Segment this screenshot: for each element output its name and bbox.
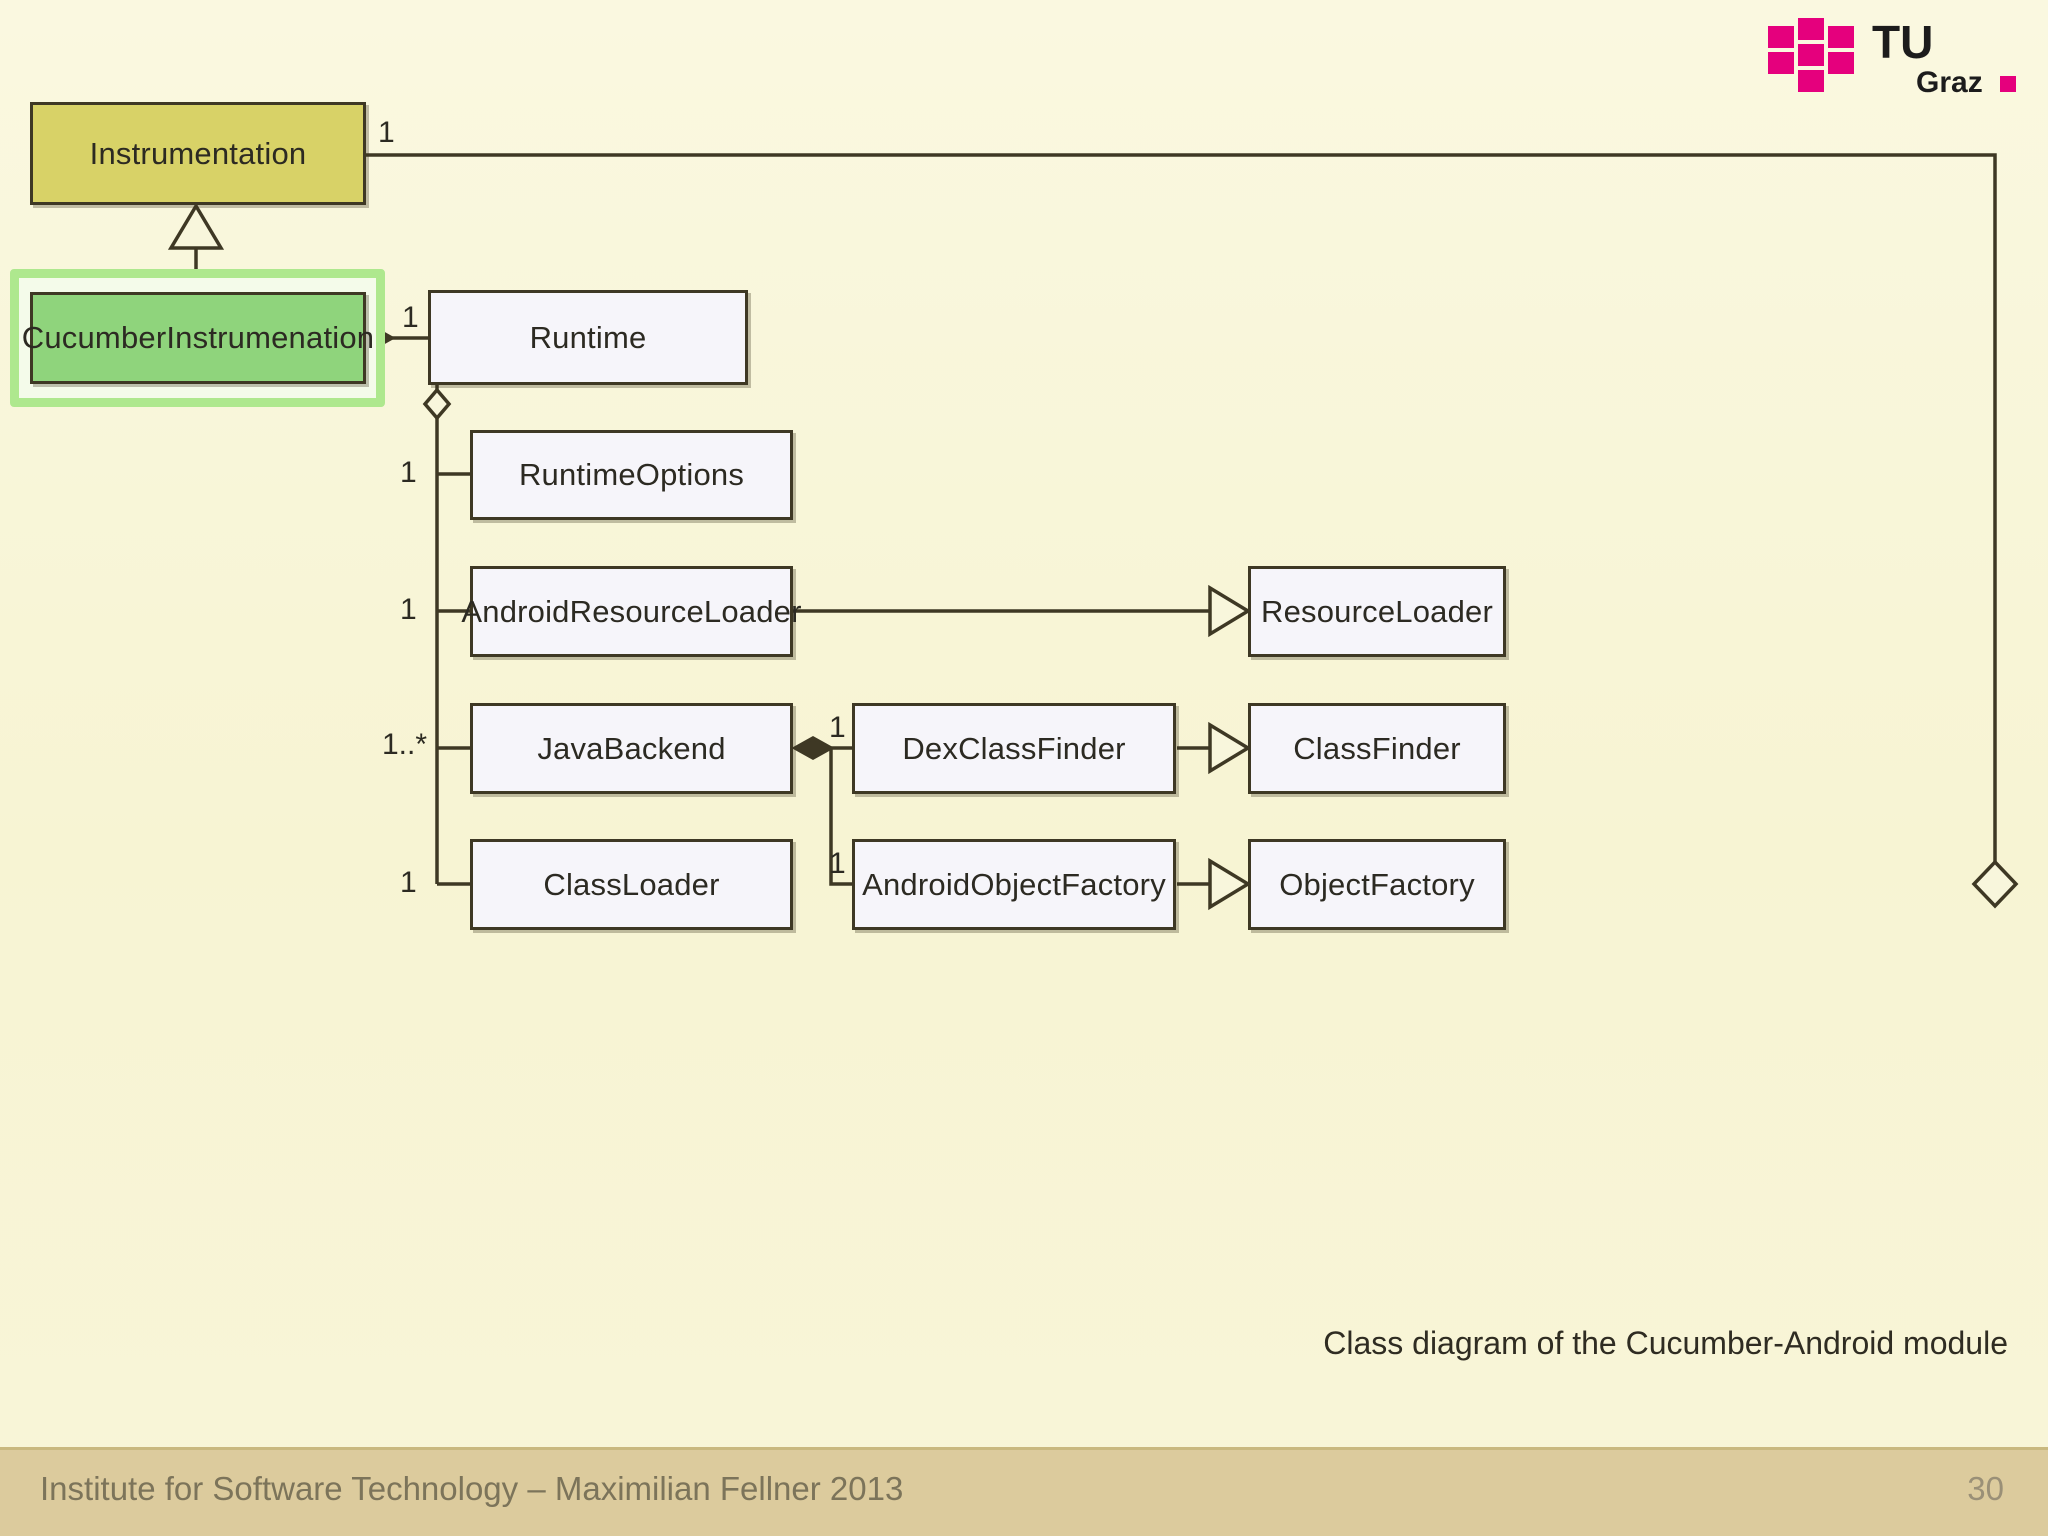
multiplicity-android-object-factory: 1 [829,847,846,880]
logo-square-icon [2000,76,2016,92]
class-box-android-resource-loader[interactable]: AndroidResourceLoader [461,566,801,657]
class-label-runtime: Runtime [529,319,647,355]
class-box-cucumber-instrumenation[interactable]: CucumberInstrumenation [22,292,374,384]
tu-graz-logo: TU Graz [1768,18,2016,99]
class-box-class-finder[interactable]: ClassFinder [1248,703,1506,794]
generalization-triangle-resourceloader [1208,584,1252,638]
class-box-runtime[interactable]: Runtime [428,290,748,385]
class-label-class-loader: ClassLoader [543,866,720,902]
multiplicity-runtime-left: 1 [402,301,419,334]
footer-bar: Institute for Software Technology – Maxi… [0,1447,2048,1536]
aggregation-diamond-runtime [422,387,452,421]
diagram-caption: Class diagram of the Cucumber-Android mo… [1323,1325,2008,1361]
generalization-triangle-instrumentation [167,202,225,250]
multiplicity-instrumentation-right: 1 [378,116,395,149]
class-label-object-factory: ObjectFactory [1279,866,1475,902]
class-label-resource-loader: ResourceLoader [1260,593,1493,629]
generalization-triangle-classfinder [1208,721,1252,775]
class-box-class-loader[interactable]: ClassLoader [470,839,793,930]
multiplicity-android-resource-loader: 1 [400,593,417,626]
composition-diamond-javabackend [791,735,835,761]
class-box-instrumentation[interactable]: Instrumentation [30,102,366,205]
class-label-dex-class-finder: DexClassFinder [902,730,1126,766]
class-box-java-backend[interactable]: JavaBackend [470,703,793,794]
class-label-runtime-options: RuntimeOptions [518,457,745,492]
logo-graz-text: Graz [1916,66,1983,99]
logo-tu-text: TU [1872,18,1933,68]
aggregation-diamond-objectfactory [1971,859,2019,909]
class-box-android-object-factory[interactable]: AndroidObjectFactory [852,839,1176,930]
class-box-resource-loader[interactable]: ResourceLoader [1248,566,1506,657]
line-objectfactory-to-instrumentation [366,153,1997,884]
multiplicity-dex-class-finder: 1 [829,711,846,744]
generalization-triangle-objectfactory [1208,857,1252,911]
class-label-android-resource-loader: AndroidResourceLoader [461,593,802,629]
class-label-cucumber-instrumenation: CucumberInstrumenation [21,320,375,355]
class-label-instrumentation: Instrumentation [89,135,307,171]
line-javabackend-vertical [829,748,852,886]
multiplicity-java-backend: 1..* [382,728,428,761]
multiplicity-class-loader: 1 [400,866,417,899]
footer-institute-text: Institute for Software Technology – Maxi… [40,1470,904,1507]
class-label-android-object-factory: AndroidObjectFactory [862,866,1166,902]
class-box-runtime-options[interactable]: RuntimeOptions [470,430,793,520]
class-label-class-finder: ClassFinder [1293,730,1461,766]
footer-page-number: 30 [1967,1470,2004,1507]
class-label-java-backend: JavaBackend [537,730,726,766]
class-box-object-factory[interactable]: ObjectFactory [1248,839,1506,930]
class-box-dex-class-finder[interactable]: DexClassFinder [852,703,1176,794]
multiplicity-runtime-options: 1 [400,456,417,489]
